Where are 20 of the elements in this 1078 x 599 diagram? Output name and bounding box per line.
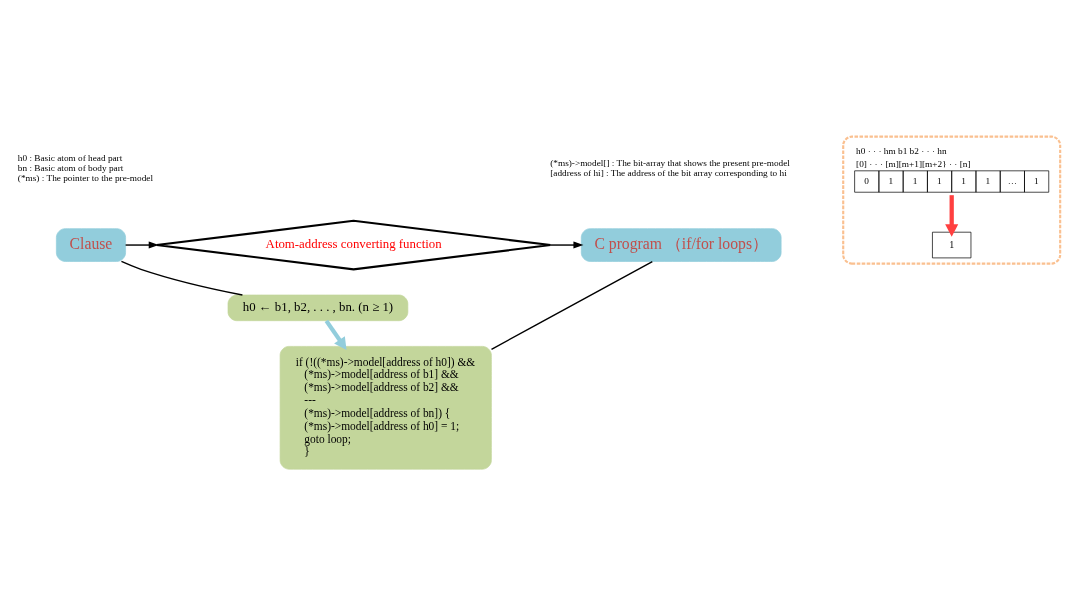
arrow xyxy=(549,241,584,249)
node-box: h0 ← b1, b2, . . . , bn. (n ≥ 1) xyxy=(227,294,409,321)
node-box: C program （if/for loops） xyxy=(580,227,782,262)
node-box: 1 xyxy=(932,231,972,258)
cluster xyxy=(842,135,1062,265)
node-label: [0] · · · [m][m+1][m+2} · · [n] xyxy=(856,158,971,169)
connector xyxy=(490,260,654,350)
label: bn : Basic atom of body part xyxy=(17,162,124,173)
arrow xyxy=(945,194,959,237)
label: (*ms) : The pointer to the pre-model xyxy=(17,172,154,183)
label: h0 : Basic atom of head part xyxy=(17,152,123,163)
connector xyxy=(120,260,244,296)
arrow xyxy=(324,319,347,350)
node-diamond: Atom-address converting function xyxy=(155,219,552,270)
label: [address of hi] : The address of the bit array corresponding to hi xyxy=(550,167,787,178)
node-label: h0 · · · hm b1 b2 · · · hn xyxy=(856,145,947,156)
arrow xyxy=(124,241,159,249)
label: (*ms)->model[] : The bit-array that shows the present pre-model xyxy=(550,157,790,168)
node-box: Clause xyxy=(56,227,126,262)
node-box: if (!((*ms)->model[address of h0]) && (*ms)->model[address of b1] && (*ms)->model[address of b2] && --- (*ms)->model[address of bn]) { (*ms)->model[address of h0] = 1; goto loop; } xyxy=(279,345,492,469)
